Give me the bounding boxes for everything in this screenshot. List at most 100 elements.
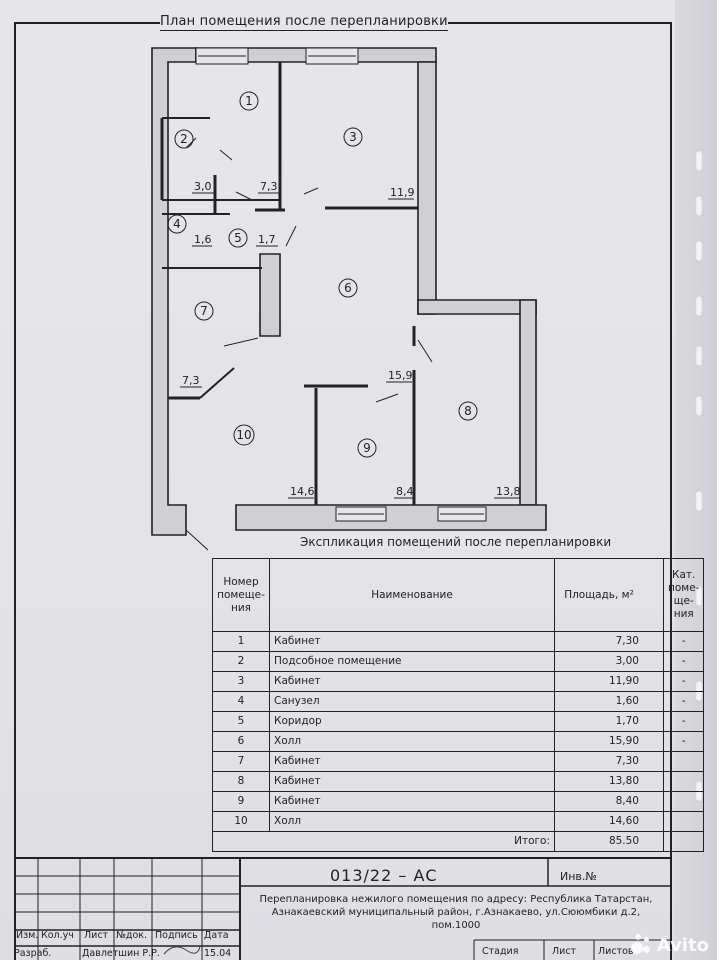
room-6-area: 15,9 [388,369,413,382]
row-cat: - [662,711,705,732]
col-signature: Подпись [155,930,198,941]
binder-hole [695,150,703,172]
row-name: Кабинет [269,791,555,812]
binder-hole [695,395,703,417]
row-num: 3 [212,671,270,692]
row-name: Санузел [269,691,555,712]
row-num: 10 [212,811,270,832]
explication-table: Номер помеще- ния Наименование Площадь, … [212,558,705,852]
binder-hole [695,240,703,262]
svg-text:2: 2 [180,132,188,146]
col-kol-uch: Кол.уч [41,930,74,941]
row-cat: - [662,631,705,652]
row-num: 7 [212,751,270,772]
svg-text:8: 8 [464,404,472,418]
svg-text:10: 10 [236,428,251,442]
room-9-area: 8,4 [396,485,414,498]
col-name-header: Наименование [269,558,555,632]
developed-date: 15.04 [204,948,232,959]
room-5-marker: 5 [228,228,248,248]
col-area-header: Площадь, м² [554,558,664,632]
row-area: 11,90 [554,671,664,692]
room-7-area: 7,3 [182,374,200,387]
row-cat [662,751,705,772]
room-1-area: 7,3 [260,180,278,193]
row-cat [662,791,705,812]
row-num: 8 [212,771,270,792]
svg-text:7: 7 [200,304,208,318]
room-9-marker: 9 [357,438,377,458]
room-2-area: 3,0 [194,180,212,193]
col-cat-header: Кат. поме- ще- ния [662,558,705,632]
col-list: Лист [84,930,109,941]
row-name: Кабинет [269,751,555,772]
developed-label: Разраб. [14,948,52,959]
room-4-marker: 4 [167,214,187,234]
row-area: 13,80 [554,771,664,792]
row-num: 5 [212,711,270,732]
row-name: Подсобное помещение [269,651,555,672]
row-cat: - [662,651,705,672]
row-name: Холл [269,811,555,832]
row-num: 6 [212,731,270,752]
room-1-marker: 1 [239,91,259,111]
inventory-number-label: Инв.№ [560,870,597,883]
outer-wall-right-lower [519,299,537,506]
row-name: Кабинет [269,771,555,792]
developer-name: Давлетшин Р.Р. [82,948,160,959]
room-5-area: 1,7 [258,233,276,246]
binder-hole [695,490,703,512]
room-10-area: 14,6 [290,485,315,498]
room-2-marker: 2 [174,129,194,149]
room-4-area: 1,6 [194,233,212,246]
outer-wall-bottom [235,504,547,531]
svg-text:9: 9 [363,441,371,455]
row-num: 4 [212,691,270,712]
svg-text:1: 1 [245,94,253,108]
table-header-row: Номер помеще- ния Наименование Площадь, … [212,558,705,632]
signature [163,945,201,955]
binder-hole [695,295,703,317]
svg-text:6: 6 [344,281,352,295]
document-code: 013/22 – АС [330,866,438,885]
avito-watermark: Avito [630,934,709,956]
stage-label: Стадия [482,946,519,957]
plan-title: План помещения после перепланировки [160,14,448,31]
row-area: 15,90 [554,731,664,752]
binder-hole [695,345,703,367]
outer-wall-right-step [417,299,537,315]
row-num: 2 [212,651,270,672]
outer-wall-right-upper [417,61,437,315]
svg-text:3: 3 [349,130,357,144]
svg-text:4: 4 [173,217,181,231]
row-area: 1,70 [554,711,664,732]
room-8-area: 13,8 [496,485,521,498]
room-6-marker: 6 [338,278,358,298]
row-cat [662,811,705,832]
col-izm: Изм. [16,930,39,941]
outer-wall-left [151,47,197,536]
room-8-marker: 8 [458,401,478,421]
row-area: 14,60 [554,811,664,832]
row-num: 1 [212,631,270,652]
row-num: 9 [212,791,270,812]
col-date: Дата [204,930,229,941]
project-description: Перепланировка нежилого помещения по адр… [259,894,653,931]
title-block [14,857,672,960]
row-area: 7,30 [554,751,664,772]
room-10-marker: 10 [233,424,255,446]
row-cat: - [662,731,705,752]
total-label: Итого: [269,831,555,852]
row-name: Холл [269,731,555,752]
row-cat [662,771,705,792]
svg-text:5: 5 [234,231,242,245]
total-row: Итого: 85.50 [212,831,705,852]
